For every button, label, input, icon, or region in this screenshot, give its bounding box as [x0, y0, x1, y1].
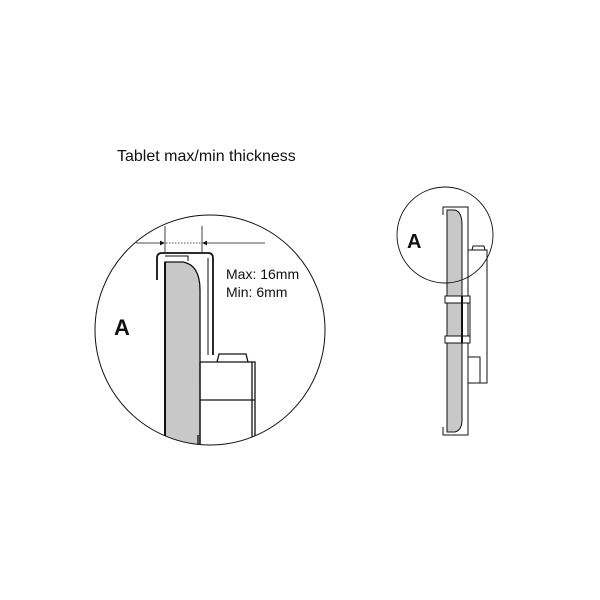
tablet-overview [446, 209, 463, 433]
clip-hook [156, 252, 214, 355]
diagram-title: Tablet max/min thickness [117, 148, 296, 165]
dimension-lines [136, 226, 265, 252]
tablet-section [164, 261, 201, 445]
min-thickness-label: Min: 6mm [226, 284, 287, 300]
detail-label-a: A [114, 315, 130, 340]
overview-label-a: A [407, 231, 421, 253]
overview-side-view: A [396, 186, 494, 436]
bracket-bump [216, 353, 249, 363]
detail-view-a: Max: 16mm Min: 6mm A [94, 214, 326, 446]
bracket-body [199, 361, 256, 445]
max-thickness-label: Max: 16mm [226, 266, 299, 282]
